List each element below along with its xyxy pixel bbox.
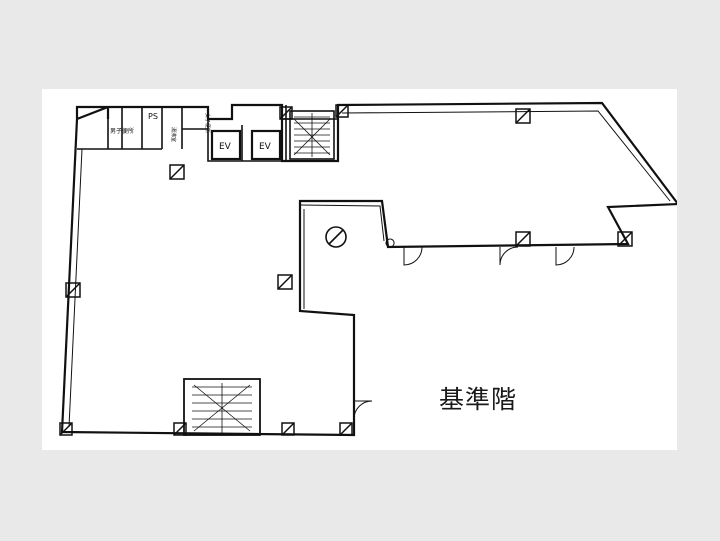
womens-toilet-label: 女子便所: [204, 113, 211, 133]
elevator-shaft-1: [210, 129, 242, 161]
kitchen-label: 湯沸室: [170, 127, 177, 142]
elevator-label-1: EV: [219, 142, 232, 152]
floor-title: 基準階: [439, 385, 518, 414]
elevator-label-2: EV: [259, 142, 272, 152]
ps-label: PS: [148, 112, 158, 121]
mens-toilet-label: 男子便所: [110, 127, 134, 135]
stair-bottom-treads: [192, 383, 252, 433]
round-duct-icon: [325, 226, 347, 248]
floor-plan-drawing: PS 男子便所 湯沸室 女子便所 EV EV: [59, 101, 677, 437]
door-swings: [353, 238, 575, 420]
outer-wall: [60, 101, 677, 437]
stair-top-treads: [293, 113, 331, 157]
columns: [59, 104, 633, 436]
core-partitions: [77, 105, 339, 162]
stair-bottom-frame: [183, 378, 261, 436]
elevator-shaft-2: [250, 129, 282, 161]
floor-plan-canvas: PS 男子便所 湯沸室 女子便所 EV EV 基準階: [42, 89, 677, 450]
outer-wall-inner: [68, 110, 671, 428]
stair-top-frame: [289, 110, 335, 160]
